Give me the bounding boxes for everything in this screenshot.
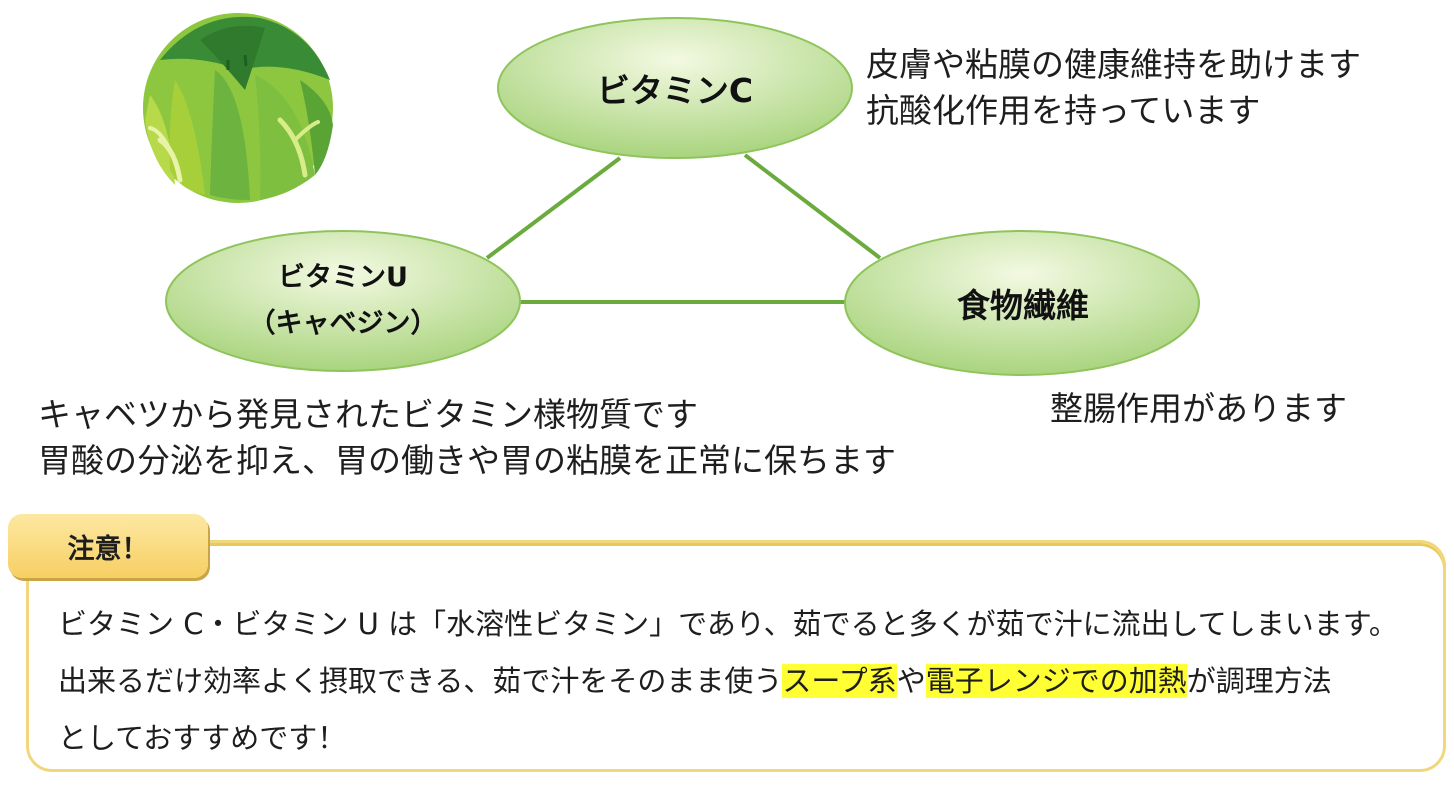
vitamin-c-description: 皮膚や粘膜の健康維持を助けます 抗酸化作用を持っています (866, 42, 1361, 134)
highlight-soup: スープ系 (782, 664, 897, 698)
caution-line-2: 出来るだけ効率よく摂取できる、茹で汁をそのまま使うスープ系や電子レンジでの加熱が… (58, 653, 1448, 710)
description-line: 抗酸化作用を持っています (866, 91, 1261, 130)
node-vitamin-u (165, 230, 521, 372)
vitamin-u-description: キャベツから発見されたビタミン様物質です 胃酸の分泌を抑え、胃の働きや胃の粘膜を… (38, 392, 896, 484)
caution-line-3: としておすすめです！ (58, 721, 347, 755)
nutrient-diagram (143, 13, 1200, 376)
node-label-vitamin-u: ビタミンU （キャベジン） (190, 255, 496, 347)
node-vitamin-c (497, 17, 853, 159)
caution-title: 注意！ (67, 533, 149, 565)
fiber-description: 整腸作用があります (1050, 386, 1347, 432)
description-line: 整腸作用があります (1050, 389, 1347, 428)
vitamin-u-label: ビタミンU (278, 262, 408, 293)
node-label-fiber: 食物繊維 (870, 265, 1176, 341)
caution-line-2-end: が調理方法 (1186, 664, 1332, 698)
fiber-label: 食物繊維 (957, 286, 1089, 325)
caution-line-2-mid: や (896, 664, 926, 698)
caution-text: ビタミン C・ビタミン U は「水溶性ビタミン」であり、茹でると多くが茹で汁に流… (58, 596, 1448, 767)
vitamin-c-label: ビタミンC (596, 71, 754, 110)
description-line: 皮膚や粘膜の健康維持を助けます (866, 45, 1361, 84)
caution-tab: 注意！ (8, 514, 208, 578)
cabbage-icon (143, 13, 333, 203)
caution-box (26, 540, 1446, 772)
caution-line-2-start: 出来るだけ効率よく摂取できる、茹で汁をそのまま使う (58, 664, 783, 698)
node-fiber (844, 230, 1200, 376)
description-line: キャベツから発見されたビタミン様物質です (38, 395, 698, 434)
vitamin-u-sublabel: （キャベジン） (248, 308, 438, 339)
node-label-vitamin-c: ビタミンC (520, 50, 830, 126)
connector-c-fiber (743, 153, 882, 260)
connector-c-u (485, 156, 622, 260)
highlight-microwave: 電子レンジでの加熱 (925, 664, 1187, 698)
caution-line-1: ビタミン C・ビタミン U は「水溶性ビタミン」であり、茹でると多くが茹で汁に流… (58, 607, 1398, 641)
description-line: 胃酸の分泌を抑え、胃の働きや胃の粘膜を正常に保ちます (38, 441, 896, 480)
